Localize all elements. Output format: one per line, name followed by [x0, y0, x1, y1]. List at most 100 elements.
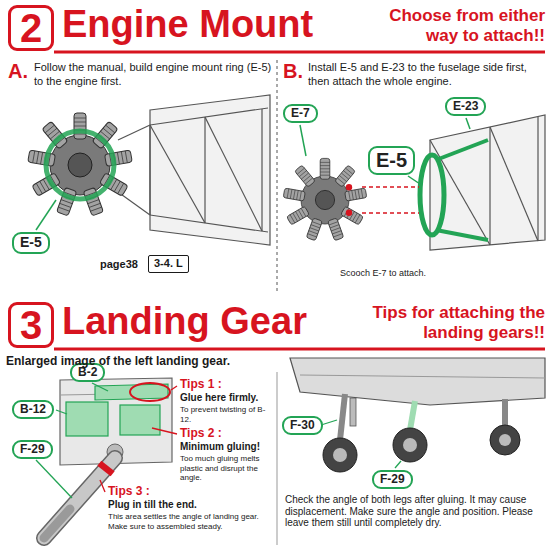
node-text: 2 — [14, 8, 48, 48]
gear-bay-left-part — [120, 405, 160, 435]
fuselage-frame-b-part — [537, 117, 538, 241]
aircraft-underside-part — [410, 401, 415, 430]
part-callout: E-5 — [368, 146, 415, 175]
leader-lines-left-part — [100, 480, 105, 492]
guide-lines-b — [362, 187, 419, 213]
part-callout: F-29 — [12, 440, 53, 459]
tip-note: This area settles the angle of landing g… — [108, 512, 270, 531]
part-callout: F-30 — [282, 416, 323, 435]
leader-line-a — [36, 200, 56, 230]
gear-bay-left-part — [95, 384, 168, 400]
section-subheading: Choose from either way to attach!! — [367, 6, 545, 47]
engine-b-part — [341, 206, 364, 225]
aircraft-underside-part — [333, 448, 347, 462]
engine-b-part — [306, 218, 322, 241]
leader-lines-left-part — [56, 410, 67, 414]
node-text: F-29 — [20, 442, 45, 457]
section-rules — [54, 52, 545, 545]
leader-line-a-part — [36, 200, 56, 230]
engine-b-part — [346, 210, 352, 216]
section-heading: Landing Gear — [62, 299, 307, 345]
aircraft-underside-part — [323, 438, 357, 472]
caption-text: Check the angle of both legs after gluin… — [285, 494, 543, 529]
fuselage-frame-a-part — [118, 125, 150, 140]
instruction-text: Follow the manual, build engine mount ri… — [34, 61, 272, 89]
engine-a-part — [74, 113, 86, 139]
node-text: F-29 — [380, 472, 405, 487]
step-number: 3 — [8, 302, 54, 348]
aircraft-underside — [290, 358, 545, 472]
aircraft-underside-part — [499, 434, 511, 446]
part-callout: E-7 — [283, 104, 318, 123]
aircraft-underside-part — [393, 428, 427, 462]
engine-a-part — [68, 153, 92, 177]
gear-bay-left-part — [130, 383, 170, 401]
option-letter: B. — [283, 60, 303, 82]
engine-b-part — [346, 184, 352, 190]
section-rules-part — [54, 51, 545, 54]
aircraft-underside-part — [300, 375, 545, 378]
leader-lines-left — [36, 383, 177, 498]
node-text: E-5 — [20, 234, 42, 252]
node-text: F-30 — [290, 418, 315, 433]
part-callout: F-29 — [372, 470, 413, 489]
fuselage-frame-a-part — [150, 108, 268, 125]
step-number: 2 — [8, 5, 54, 51]
fuselage-frame-a-part — [150, 95, 270, 245]
node-text: B-12 — [20, 402, 46, 417]
node-text: 3 — [14, 305, 48, 345]
section-heading: Engine Mount — [62, 2, 313, 48]
tip-label: Tips 2 : — [180, 427, 222, 441]
engine-a — [28, 113, 133, 216]
instruction-text: Install E-5 and E-23 to the fuselage sid… — [308, 61, 546, 89]
mount-ring-b-part — [420, 155, 444, 235]
leader-lines-left-part — [171, 386, 177, 390]
section-subheading: Tips for attaching the landing gears!! — [367, 303, 545, 344]
engine-b-part — [335, 165, 356, 187]
aircraft-underside-part — [340, 394, 345, 440]
tip-note: Too much gluing melts plastic and disrup… — [180, 454, 275, 483]
fuselage-frame-b-part — [430, 115, 545, 250]
leader-lines-right-part — [395, 461, 401, 468]
part-callout: E-5 — [12, 232, 50, 254]
fuselage-frame-a-part — [150, 125, 205, 223]
fuselage-frame-b-part — [430, 140, 490, 245]
tip-text: Glue here firmly. — [180, 392, 275, 404]
note-text: Scooch E-7 to attach. — [340, 268, 530, 279]
aircraft-underside-part — [502, 399, 508, 425]
fuselage-frame-b — [430, 115, 545, 250]
engine-b-part — [320, 158, 330, 179]
gear-bay-left-part — [44, 509, 70, 538]
node-text: 3-4. L — [154, 257, 183, 271]
leader-lines-b-part — [466, 118, 470, 129]
mount-ring-b — [420, 140, 488, 240]
leader-lines-right-part — [321, 420, 337, 425]
node-text: E-7 — [291, 106, 310, 121]
page-reference-box: 3-4. L — [148, 255, 189, 273]
section-rules-part — [54, 348, 545, 351]
gear-bay-left-part — [104, 466, 108, 471]
fuselage-frame-a — [118, 95, 270, 245]
engine-b-part — [283, 188, 305, 201]
fuselage-frame-a-part — [150, 215, 268, 232]
option-letter: A. — [8, 60, 28, 82]
leader-lines-right — [321, 420, 401, 468]
aircraft-underside-part — [350, 398, 356, 426]
aircraft-underside-part — [490, 425, 520, 455]
node-text: E-23 — [453, 99, 478, 114]
tip-text: Plug in till the end. — [108, 499, 270, 511]
section-rules-part — [277, 372, 278, 545]
part-callout: E-23 — [445, 97, 486, 116]
fuselage-frame-a-part — [261, 109, 262, 231]
section-rules-part — [277, 60, 278, 292]
engine-b-part — [328, 218, 344, 241]
tip-label: Tips 1 : — [180, 378, 222, 392]
fuselage-frame-a-part — [205, 117, 262, 231]
fuselage-frame-b-part — [489, 127, 490, 245]
engine-b — [283, 158, 367, 240]
engine-b-part — [287, 206, 310, 225]
mount-ring-b-part — [436, 230, 488, 240]
guide-lines-b-part — [362, 212, 419, 213]
node-text: E-5 — [376, 148, 407, 173]
